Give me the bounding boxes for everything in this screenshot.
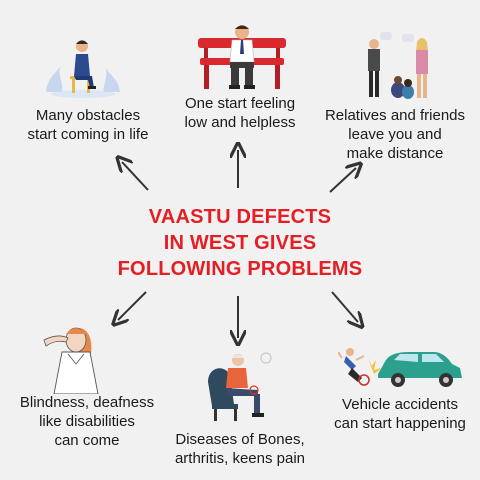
family-conflict-icon xyxy=(368,32,428,99)
woman-headache-icon xyxy=(43,327,99,394)
arrow-up-left xyxy=(122,162,149,191)
caption-line: Vehicle accidents xyxy=(342,396,458,413)
caption-line: One start feeling xyxy=(184,95,296,112)
caption-helpless: One start feeling low and helpless xyxy=(150,94,330,132)
caption-line: Many obstacles xyxy=(35,107,141,124)
caption-line: low and helpless xyxy=(184,114,296,131)
caption-line: leave you and xyxy=(348,126,442,143)
caption-line: can come xyxy=(54,432,120,449)
arrow-down-right xyxy=(331,291,358,322)
caption-accidents: Vehicle accidents can start happening xyxy=(320,395,480,433)
caption-line: can start happening xyxy=(334,415,466,432)
caption-line: arthritis, keens pain xyxy=(174,450,306,467)
center-heading: VAASTU DEFECTS IN WEST GIVES FOLLOWING P… xyxy=(90,204,390,282)
caption-bones: Diseases of Bones, arthritis, keens pain xyxy=(152,430,328,468)
man-on-bench-icon xyxy=(198,25,286,89)
heading-line-3: FOLLOWING PROBLEMS xyxy=(117,258,363,280)
caption-disabilities: Blindness, deafness like disabilities ca… xyxy=(0,393,174,450)
heading-line-2: IN WEST GIVES xyxy=(163,232,317,254)
caption-obstacles: Many obstacles start coming in life xyxy=(0,106,176,144)
caption-line: Diseases of Bones, xyxy=(175,431,305,448)
heading-line-1: VAASTU DEFECTS xyxy=(148,206,332,228)
caption-line: Relatives and friends xyxy=(324,107,466,124)
caption-line: Blindness, deafness xyxy=(19,394,155,411)
arrow-down-left xyxy=(118,291,147,320)
caption-line: like disabilities xyxy=(39,413,135,430)
caption-relatives: Relatives and friends leave you and make… xyxy=(312,106,478,163)
car-accident-icon xyxy=(338,348,462,387)
caption-line: start coming in life xyxy=(27,126,149,143)
person-sitting-worried-icon xyxy=(46,40,120,98)
elderly-knee-pain-icon xyxy=(208,352,272,421)
caption-line: make distance xyxy=(346,145,444,162)
arrow-up-right xyxy=(329,168,356,193)
